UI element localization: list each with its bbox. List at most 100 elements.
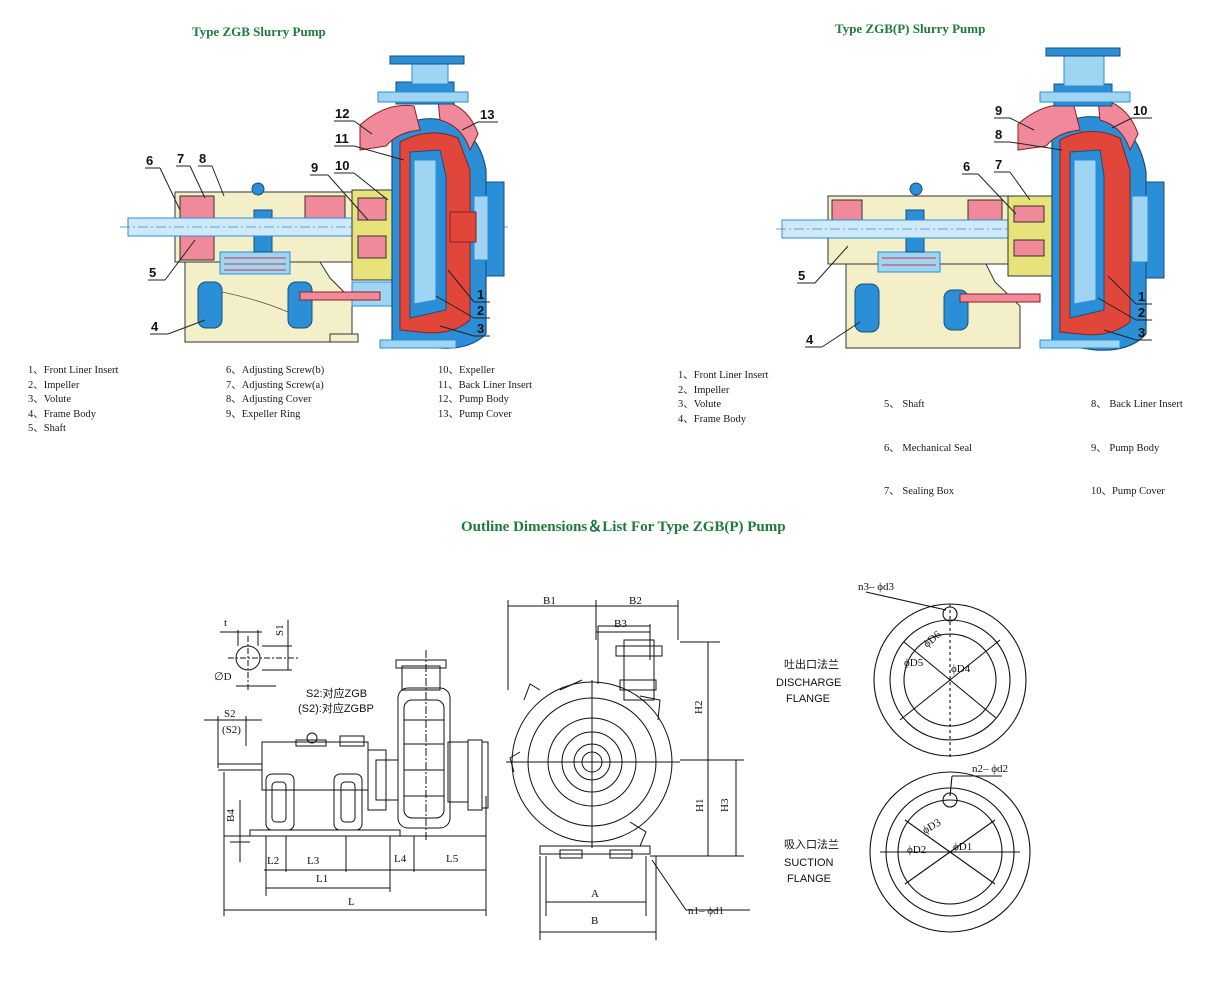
note-s2-zgbp: (S2):对应ZGBP [298, 701, 374, 715]
legend-item: 4、Frame Body [28, 408, 96, 420]
zgb-legend-col2: 6、Adjusting Screw(b) 7、Adjusting Screw(a… [226, 364, 324, 422]
zgb-legend-col1: 1、Front Liner Insert 2、Impeller 3、Volute… [28, 364, 118, 437]
discharge-flange-en2: FLANGE [786, 693, 830, 705]
legend-item: 6、 Mechanical Seal [884, 442, 973, 454]
legend-item: 12、Pump Body [438, 394, 509, 405]
zgbp-callouts: 9 10 8 7 6 5 4 1 2 3 [797, 103, 1152, 348]
dim-l4: L4 [394, 853, 407, 865]
zgb-legend-col3: 10、Expeller 11、Back Liner Insert 12、Pump… [438, 364, 532, 422]
legend-item: 7、 Sealing Box [884, 486, 954, 497]
dim-d: ∅D [214, 671, 232, 683]
zgbp-callout-9: 9 [995, 103, 1002, 118]
dim-b: B [591, 915, 598, 927]
zgb-callout-12: 12 [335, 106, 349, 121]
legend-item: 4、Frame Body [678, 413, 746, 425]
zgb-callout-2: 2 [477, 303, 484, 318]
zgb-callout-4: 4 [151, 319, 159, 334]
outline-side-view [204, 620, 489, 916]
dim-b3: B3 [614, 618, 627, 630]
zgbp-legend-col1: 1、Front Liner Insert 2、Impeller 3、Volute… [678, 369, 768, 427]
dim-d4: ϕD4 [951, 663, 971, 675]
discharge-flange-drawing [865, 591, 1027, 760]
dim-l1: L1 [316, 873, 328, 885]
note-s2-zgb: S2:对应ZGB [306, 686, 367, 700]
dim-h2: H2 [693, 701, 705, 714]
zgbp-callout-7: 7 [995, 157, 1002, 172]
legend-item: 8、 Back Liner Insert [1091, 399, 1183, 410]
legend-item: 8、Adjusting Cover [226, 394, 312, 405]
outline-title: Outline Dimensions＆List For Type ZGB(P) … [461, 519, 786, 535]
zgb-title: Type ZGB Slurry Pump [192, 24, 326, 39]
outline-front-labels: B1 B2 B3 H2 H1 H3 A B n1– ϕd1 [543, 595, 731, 927]
zgb-callout-7: 7 [177, 151, 184, 166]
legend-item: 5、 Shaft [884, 399, 925, 410]
zgbp-legend-col3: 8、 Back Liner Insert 9、 Pump Body 10、Pum… [1091, 369, 1183, 514]
dim-h1: H1 [694, 799, 706, 812]
legend-item: 7、Adjusting Screw(a) [226, 379, 324, 391]
suction-flange-drawing [869, 771, 1031, 933]
legend-item: 5、Shaft [28, 423, 66, 434]
flange-labels: n3– ϕd3 n2– ϕd2 吐出口法兰 DISCHARGE FLANGE 吸… [776, 581, 1008, 885]
zgbp-callout-3: 3 [1138, 325, 1145, 340]
dim-h3: H3 [719, 798, 731, 812]
zgbp-callout-6: 6 [963, 159, 970, 174]
suction-flange-en2: FLANGE [787, 873, 831, 885]
dim-n2-d2: n2– ϕd2 [972, 763, 1008, 775]
dim-n3-d3: n3– ϕd3 [858, 581, 895, 593]
legend-item: 1、Front Liner Insert [28, 365, 119, 376]
dim-s2: S2 [224, 708, 236, 720]
dim-d6: ϕD6 [921, 628, 944, 650]
legend-item: 2、Impeller [28, 379, 80, 391]
dim-l3: L3 [307, 855, 320, 867]
zgb-cutaway-drawing [120, 55, 510, 349]
zgbp-callout-5: 5 [798, 268, 805, 283]
dim-d5: ϕD5 [904, 657, 924, 669]
outline-front-view [506, 600, 750, 940]
zgbp-callout-1: 1 [1138, 289, 1145, 304]
zgb-callout-8: 8 [199, 151, 206, 166]
dim-d1: ϕD1 [953, 841, 972, 853]
dim-d2: ϕD2 [907, 844, 926, 856]
zgbp-callout-10: 10 [1133, 103, 1147, 118]
zgb-callout-10: 10 [335, 158, 349, 173]
legend-item: 2、Impeller [678, 384, 730, 396]
legend-item: 3、Volute [28, 394, 71, 405]
zgb-callout-9: 9 [311, 160, 318, 175]
dim-l: L [348, 896, 355, 908]
suction-flange-en1: SUCTION [784, 857, 834, 869]
zgb-callouts: 6 7 8 5 4 9 10 11 12 13 1 2 3 [145, 106, 498, 337]
zgbp-callout-2: 2 [1138, 305, 1145, 320]
dim-n1-d1: n1– ϕd1 [688, 905, 724, 917]
discharge-flange-cn: 吐出口法兰 [784, 657, 839, 671]
zgb-callout-11: 11 [335, 131, 349, 146]
dim-s1: S1 [274, 624, 286, 636]
dim-b2: B2 [629, 595, 642, 607]
dim-b4: B4 [225, 809, 237, 822]
zgbp-callout-8: 8 [995, 127, 1002, 142]
dim-s2p: (S2) [222, 724, 241, 736]
legend-item: 13、Pump Cover [438, 408, 512, 420]
legend-item: 9、 Pump Body [1091, 442, 1160, 454]
suction-flange-cn: 吸入口法兰 [784, 837, 839, 851]
dim-l5: L5 [446, 853, 459, 865]
dim-d3: ϕD3 [921, 816, 944, 836]
zgb-callout-1: 1 [477, 287, 484, 302]
discharge-flange-en1: DISCHARGE [776, 677, 841, 689]
zgb-callout-13: 13 [480, 107, 494, 122]
zgb-callout-6: 6 [146, 153, 153, 168]
dim-l2: L2 [267, 855, 279, 867]
outline-side-labels: t S1 ∅D S2 (S2) S2:对应ZGB (S2):对应ZGBP B4 … [214, 617, 459, 908]
dim-t: t [224, 617, 227, 629]
dim-a: A [591, 888, 599, 900]
legend-item: 10、Expeller [438, 365, 495, 376]
legend-item: 10、Pump Cover [1091, 486, 1165, 497]
zgbp-cutaway-drawing [776, 47, 1165, 351]
zgbp-callout-4: 4 [806, 332, 814, 347]
zgb-callout-5: 5 [149, 265, 156, 280]
legend-item: 11、Back Liner Insert [438, 379, 533, 391]
dim-b1: B1 [543, 595, 556, 607]
zgb-callout-3: 3 [477, 321, 484, 336]
zgbp-legend-col2: 5、 Shaft 6、 Mechanical Seal 7、 Sealing B… [884, 369, 972, 514]
legend-item: 6、Adjusting Screw(b) [226, 365, 325, 376]
